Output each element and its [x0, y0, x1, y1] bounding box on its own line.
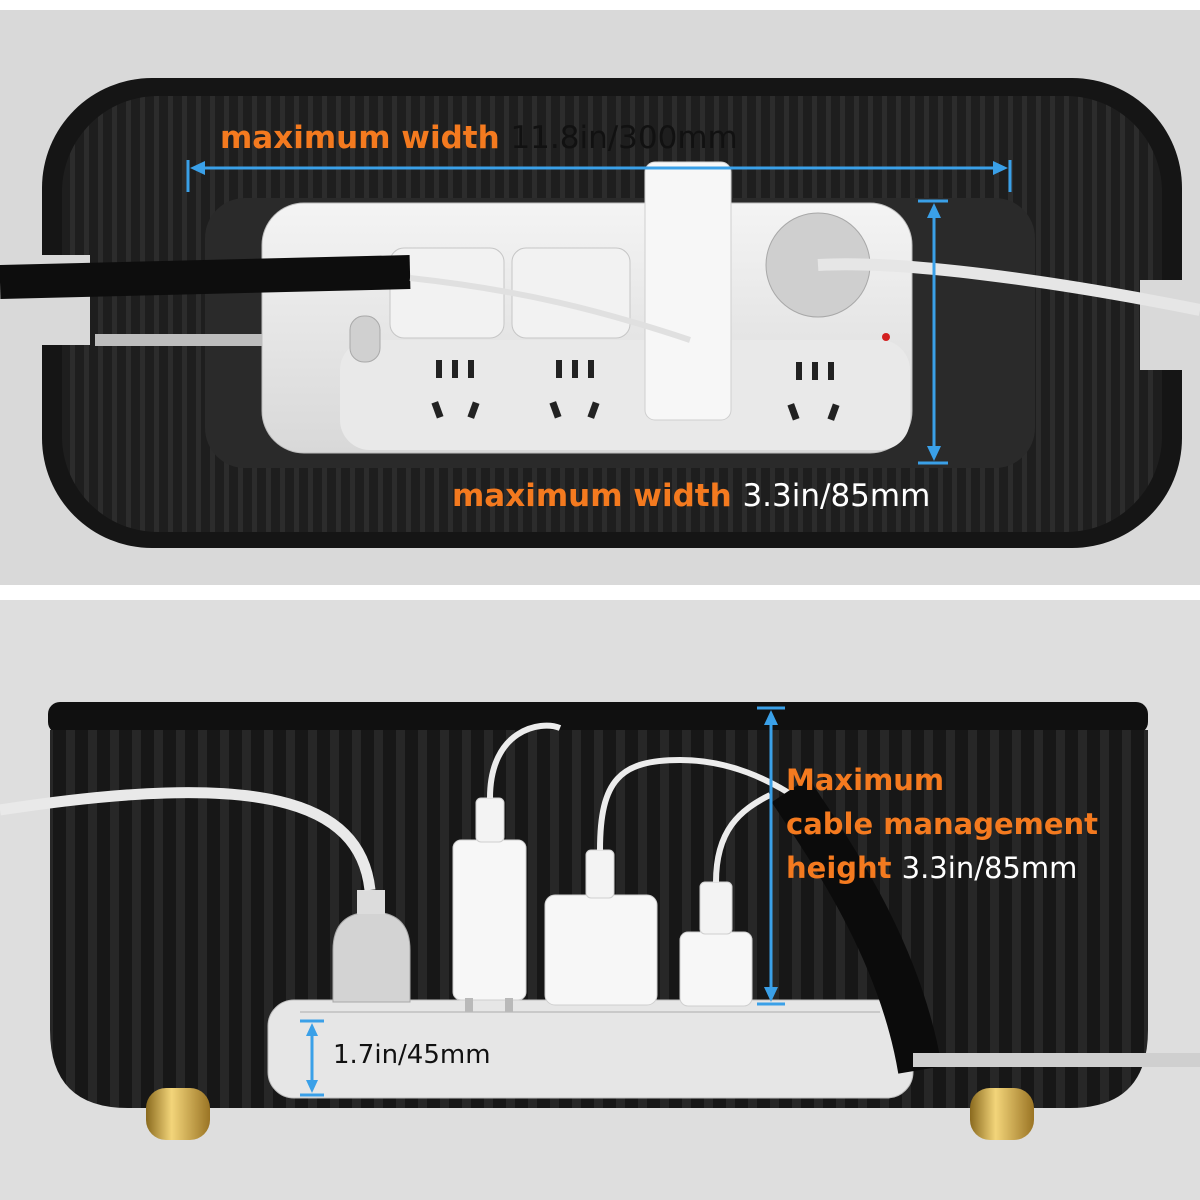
cable-height-dimension-line — [757, 706, 785, 1006]
cable-height-title-line2: cable management — [786, 807, 1099, 841]
braided-sleeve-side — [771, 777, 942, 1074]
top-view-illustration — [0, 78, 1200, 548]
width-dimension-title: maximum width — [220, 120, 500, 156]
depth-dimension-line — [918, 199, 948, 465]
laptop-adapter — [644, 161, 732, 421]
cable-height-title-line1: Maximum — [786, 763, 945, 797]
usb-plug-2 — [511, 247, 631, 339]
depth-dimension-label: maximum width 3.3in/85mm — [452, 478, 930, 515]
power-cable — [817, 258, 1200, 316]
cable-box-lid — [48, 702, 1148, 734]
power-indicator-light — [882, 333, 890, 341]
power-switch — [349, 315, 381, 363]
depth-dimension-value: 3.3in/85mm — [742, 478, 931, 514]
cable-height-title-line3: height — [786, 851, 892, 885]
round-plug-side — [332, 911, 411, 1003]
width-dimension-line — [186, 160, 1012, 192]
right-cable-opening — [1140, 280, 1200, 370]
depth-dimension-title: maximum width — [452, 478, 732, 514]
top-view-panel: maximum width 11.8in/300mm maximum width… — [0, 10, 1200, 585]
usb-a-plug — [699, 881, 733, 935]
cable-height-value: 3.3in/85mm — [901, 851, 1078, 885]
side-view-panel: Maximum cable management height 3.3in/85… — [0, 600, 1200, 1200]
power-strip-face — [340, 340, 910, 450]
braided-sleeve — [0, 255, 411, 299]
usb-c-plug-2 — [585, 849, 615, 899]
round-plug-neck — [357, 890, 385, 914]
socket-group — [431, 360, 840, 421]
width-dimension-label: maximum width 11.8in/300mm — [220, 120, 738, 157]
left-gold-foot — [146, 1088, 210, 1140]
laptop-adapter-side — [452, 839, 527, 1001]
strip-height-label: 1.7in/45mm — [333, 1040, 491, 1071]
right-gold-foot — [970, 1088, 1034, 1140]
strip-height-dimension-line — [300, 1019, 324, 1097]
width-dimension-value: 11.8in/300mm — [510, 120, 738, 156]
side-view-illustration — [0, 702, 1200, 1140]
usb-c-plug-1 — [475, 797, 505, 843]
usb-a-charger — [679, 931, 753, 1007]
cable-height-label: Maximum cable management height 3.3in/85… — [786, 758, 1098, 890]
power-cable-side — [0, 787, 376, 891]
usb-cable — [409, 275, 691, 343]
strip-height-value: 1.7in/45mm — [333, 1040, 491, 1070]
usb-c-charger — [544, 894, 658, 1006]
